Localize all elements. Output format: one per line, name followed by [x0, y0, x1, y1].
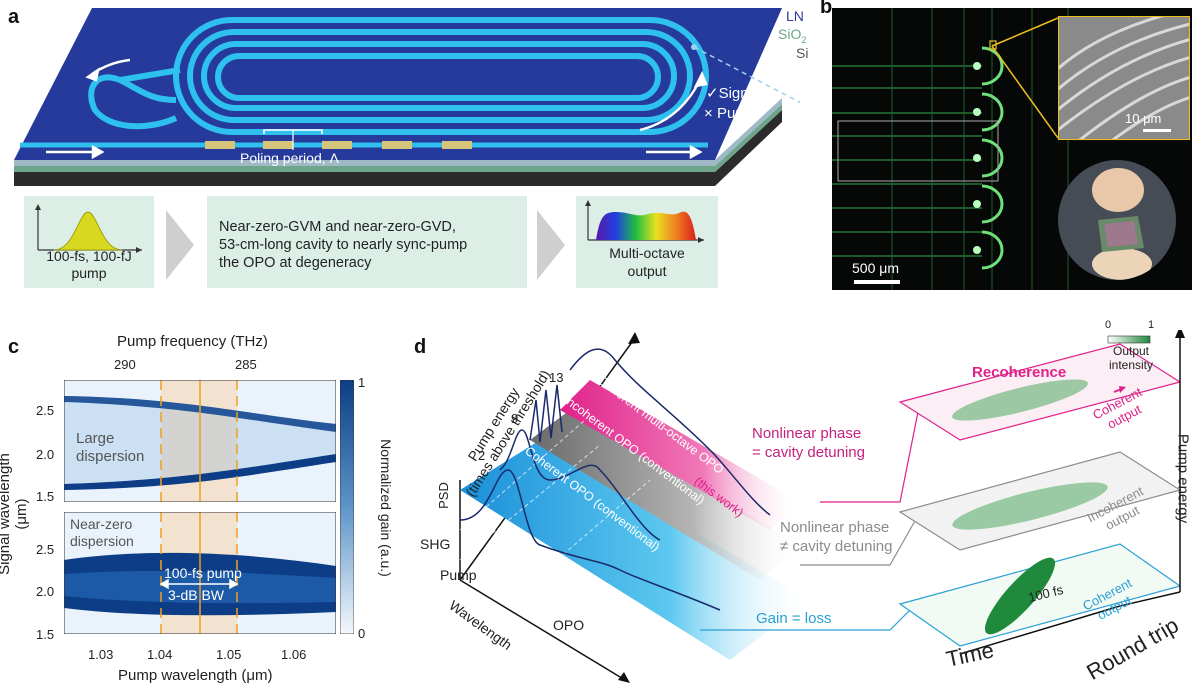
layer-label-si: Si: [796, 45, 809, 61]
coherence-diagram: [459, 330, 1185, 683]
pump-label: × Pump: [704, 105, 757, 122]
pulse-coherent: [984, 557, 1056, 635]
panel-label-b: b: [820, 0, 833, 18]
x-tick-1.05: 1.05: [216, 647, 242, 662]
large-dispersion-label: Large dispersion: [76, 430, 145, 465]
pump-annotation: 100-fs pump: [164, 565, 242, 581]
poling-label: Poling period, Λ: [240, 150, 339, 166]
main-scale-text: 500 μm: [852, 260, 899, 276]
flow-pump-text: 100-fs, 100-fJ pump: [46, 248, 132, 281]
panel-label-d: d: [414, 336, 427, 358]
spectrum-coherent: [459, 469, 721, 611]
bw-annotation: 3-dB BW: [168, 587, 225, 603]
band-incoherent: [530, 410, 800, 580]
x-tick-1.06: 1.06: [281, 647, 307, 662]
flow-output-text: Multi-octave output: [609, 245, 685, 279]
chip-photo: [1058, 160, 1176, 280]
y-tick-bottom-2.0: 2.0: [36, 584, 55, 599]
gain-map-large-dispersion: [64, 380, 336, 502]
micrograph: 500 μm 10 μm 500 μm: [832, 8, 1192, 290]
y-tick-top-1.5: 1.5: [36, 489, 55, 504]
rainbow-spectrum-icon: [585, 200, 704, 243]
panel-label-c: c: [8, 336, 20, 358]
gain-map-near-zero-dispersion: [64, 512, 336, 634]
flow-chevron-2: [537, 210, 565, 280]
shg-label: SHG: [420, 536, 451, 552]
recoherence-label: Recoherence: [972, 364, 1067, 381]
main-scale-bar: [854, 280, 900, 284]
spectrum-incoherent: [499, 429, 661, 541]
flow-cavity-text: Near-zero-GVM and near-zero-GVD, 53-cm-l…: [219, 219, 468, 271]
pump-wavelength-title: Pump wavelength (μm): [118, 667, 273, 684]
flow-box-output: Multi-octave output: [576, 196, 718, 288]
panel-label-a: a: [8, 6, 20, 28]
psd-label: PSD: [435, 482, 451, 509]
y-tick-top-2.0: 2.0: [36, 447, 55, 462]
pump-energy-vertical-label: Pump energy: [1174, 433, 1192, 524]
poling-segments: [205, 141, 472, 149]
phase-match-label: Nonlinear phase = cavity detuning: [752, 425, 865, 461]
spectrum-multi-octave: [529, 348, 771, 516]
energy-tick-2: 2: [478, 448, 486, 463]
energy-tick-13: 13: [549, 370, 564, 385]
top-tick-290: 290: [114, 357, 136, 372]
colorbar-title: Normalized gain (a.u.): [378, 439, 394, 577]
intensity-tick-1: 1: [1148, 319, 1155, 331]
y-tick-bottom-2.5: 2.5: [36, 542, 55, 557]
micrograph-waveguides: [832, 8, 1069, 290]
chip-photo-drawing: [1092, 168, 1152, 280]
layer-label-ln: LN: [786, 8, 804, 24]
gain-colorbar: [340, 380, 354, 634]
output-intensity-colorbar: [1107, 335, 1151, 344]
flow-chevron-1: [166, 210, 194, 280]
pump-pulse-icon: [35, 204, 142, 253]
sem-texture: [1059, 17, 1189, 139]
near-zero-dispersion-label: Near-zero dispersion: [70, 516, 134, 549]
intensity-colorbar-title: Output intensity: [1108, 344, 1154, 372]
sem-inset: 500 μm 10 μm: [1058, 16, 1190, 140]
phase-mismatch-label: Nonlinear phase ≠ cavity detuning: [780, 519, 893, 555]
si-layer: [14, 110, 782, 186]
flow-box-cavity: Near-zero-GVM and near-zero-GVD, 53-cm-l…: [207, 196, 527, 288]
zoom-link: [693, 46, 800, 104]
energy-tick-9: 9: [511, 411, 519, 426]
inset-scale-bar: [1143, 129, 1171, 132]
band-coherent: [460, 440, 810, 660]
flow-arrows: [46, 58, 708, 160]
signal-wavelength-title: Signal wavelength (μm): [0, 453, 30, 575]
pump-frequency-title: Pump frequency (THz): [117, 333, 268, 350]
chip-schematic: [14, 8, 800, 186]
x-tick-1.03: 1.03: [88, 647, 114, 662]
top-tick-285: 285: [235, 357, 257, 372]
pump-spectral-label: Pump: [440, 567, 477, 583]
signal-label: ✓Signal: [706, 85, 761, 102]
inset-scale-text: 10 μm: [1125, 111, 1162, 126]
intensity-tick-0: 0: [1105, 319, 1112, 331]
opo-label: OPO: [553, 617, 585, 633]
cavity-spiral: [88, 17, 709, 135]
x-tick-1.04: 1.04: [147, 647, 173, 662]
y-tick-top-2.5: 2.5: [36, 403, 55, 418]
colorbar-tick-1: 1: [358, 375, 366, 390]
layer-label-sio2: SiO2: [778, 26, 807, 45]
gain-loss-label: Gain = loss: [756, 610, 832, 627]
y-tick-bottom-1.5: 1.5: [36, 627, 55, 642]
band-coherent-multi: [560, 380, 800, 530]
colorbar-tick-0: 0: [358, 626, 366, 641]
flow-box-pump: 100-fs, 100-fJ pump: [24, 196, 154, 288]
